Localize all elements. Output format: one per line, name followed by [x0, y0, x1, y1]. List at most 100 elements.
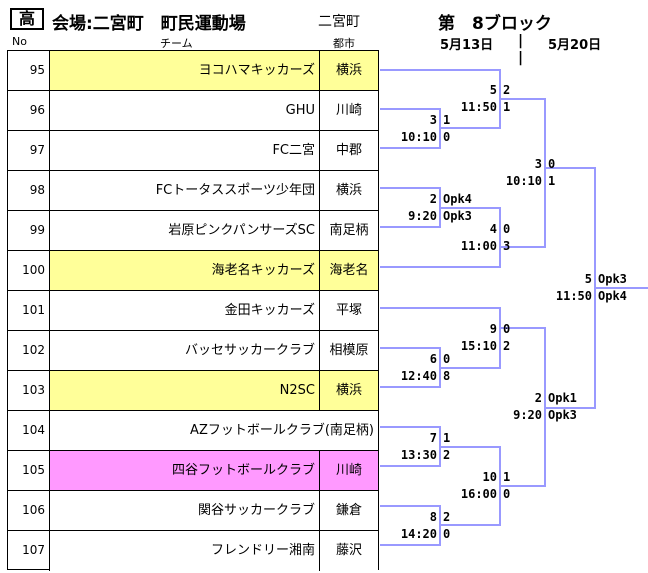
match-time: 11:50 [555, 289, 592, 303]
category-badge: 高 [10, 8, 44, 30]
match-time: 14:20 [400, 526, 437, 541]
match-number: 8 [429, 509, 437, 524]
date-round2: 5月20日 [548, 38, 602, 53]
score-bottom: 0 [443, 526, 451, 541]
score-top: 1 [443, 112, 451, 127]
team-name: GHU [50, 91, 320, 130]
team-number: 100 [8, 251, 50, 290]
team-number: 95 [8, 51, 50, 90]
team-city: 海老名 [320, 251, 378, 290]
team-city: 川崎 [320, 91, 378, 130]
score-top: 1 [443, 430, 451, 445]
team-number: 101 [8, 291, 50, 330]
score-bottom: 1 [503, 100, 511, 114]
match-time: 15:10 [460, 339, 497, 353]
team-name: 岩原ピンクパンサーズSC [50, 211, 320, 250]
match-number: 3 [429, 112, 437, 127]
team-city: 平塚 [320, 291, 378, 330]
match-number: 2 [429, 191, 437, 206]
team-city: 横浜 [320, 171, 378, 210]
score-bottom: 8 [443, 368, 451, 383]
column-header-no: No [12, 35, 27, 48]
score-bottom: 1 [548, 174, 556, 188]
match-time: 10:10 [400, 129, 437, 144]
team-number: 97 [8, 131, 50, 170]
venue-title: 会場:二宮町 町民運動場 [52, 14, 246, 34]
match-number: 5 [489, 83, 497, 97]
match-time: 16:00 [460, 487, 497, 501]
score-top: 2 [503, 83, 511, 97]
match-time: 11:00 [460, 238, 497, 253]
match-time: 12:40 [400, 368, 437, 383]
score-bottom: 3 [503, 238, 511, 253]
match-number: 9 [489, 322, 497, 336]
team-city: 中郡 [320, 131, 378, 170]
score-bottom: 2 [443, 447, 451, 462]
column-header-city: 都市 [333, 37, 355, 50]
score-bottom: Opk3 [443, 208, 472, 223]
team-city: 藤沢 [320, 531, 378, 571]
date-separator-tick: | [518, 50, 524, 66]
team-number: 107 [8, 531, 50, 571]
date-round1: 5月13日 [440, 38, 494, 53]
match-time: 11:50 [460, 100, 497, 114]
score-top: Opk4 [443, 191, 472, 206]
team-number: 98 [8, 171, 50, 210]
team-number: 105 [8, 451, 50, 490]
team-name: 金田キッカーズ [50, 291, 320, 330]
match-number: 6 [429, 351, 437, 366]
match-number: 4 [489, 221, 497, 236]
score-top: 0 [503, 221, 511, 236]
team-name: 海老名キッカーズ [50, 251, 320, 290]
column-header-team: チーム [160, 37, 193, 50]
match-number: 3 [534, 157, 542, 171]
team-city: 相模原 [320, 331, 378, 370]
team-name: 四谷フットボールクラブ [50, 451, 320, 490]
team-city: 南足柄 [320, 211, 378, 250]
match-time: 9:20 [513, 408, 542, 422]
team-number: 104 [8, 411, 50, 450]
bracket-line [380, 307, 501, 369]
date-separator: | [518, 33, 524, 49]
score-top: 0 [443, 351, 451, 366]
score-bottom: Opk3 [548, 408, 577, 422]
team-name: フレンドリー湘南 [50, 531, 320, 571]
team-number: 106 [8, 491, 50, 530]
score-top: 2 [443, 509, 451, 524]
team-city: 川崎 [320, 451, 378, 490]
score-bottom: 2 [503, 339, 511, 353]
team-number: 103 [8, 371, 50, 410]
team-city: 鎌倉 [320, 491, 378, 530]
team-name: FCトータススポーツ少年団 [50, 171, 320, 210]
match-number: 7 [429, 430, 437, 445]
bracket-line [545, 167, 596, 409]
team-name: FC二宮 [50, 131, 320, 170]
score-top: Opk3 [598, 272, 627, 286]
score-top: 0 [503, 322, 511, 336]
block-title: 第 8ブロック [438, 14, 552, 34]
score-bottom: 0 [443, 129, 451, 144]
bracket-line [500, 98, 546, 248]
match-time: 13:30 [400, 447, 437, 462]
score-bottom: Opk4 [598, 289, 627, 303]
team-name: AZフットボールクラブ(南足柄) [50, 411, 378, 450]
match-time: 9:20 [408, 208, 437, 223]
score-top: 1 [503, 470, 511, 484]
team-number: 102 [8, 331, 50, 370]
team-number: 99 [8, 211, 50, 250]
match-number: 2 [534, 391, 542, 405]
score-bottom: 0 [503, 487, 511, 501]
team-name: バッセサッカークラブ [50, 331, 320, 370]
